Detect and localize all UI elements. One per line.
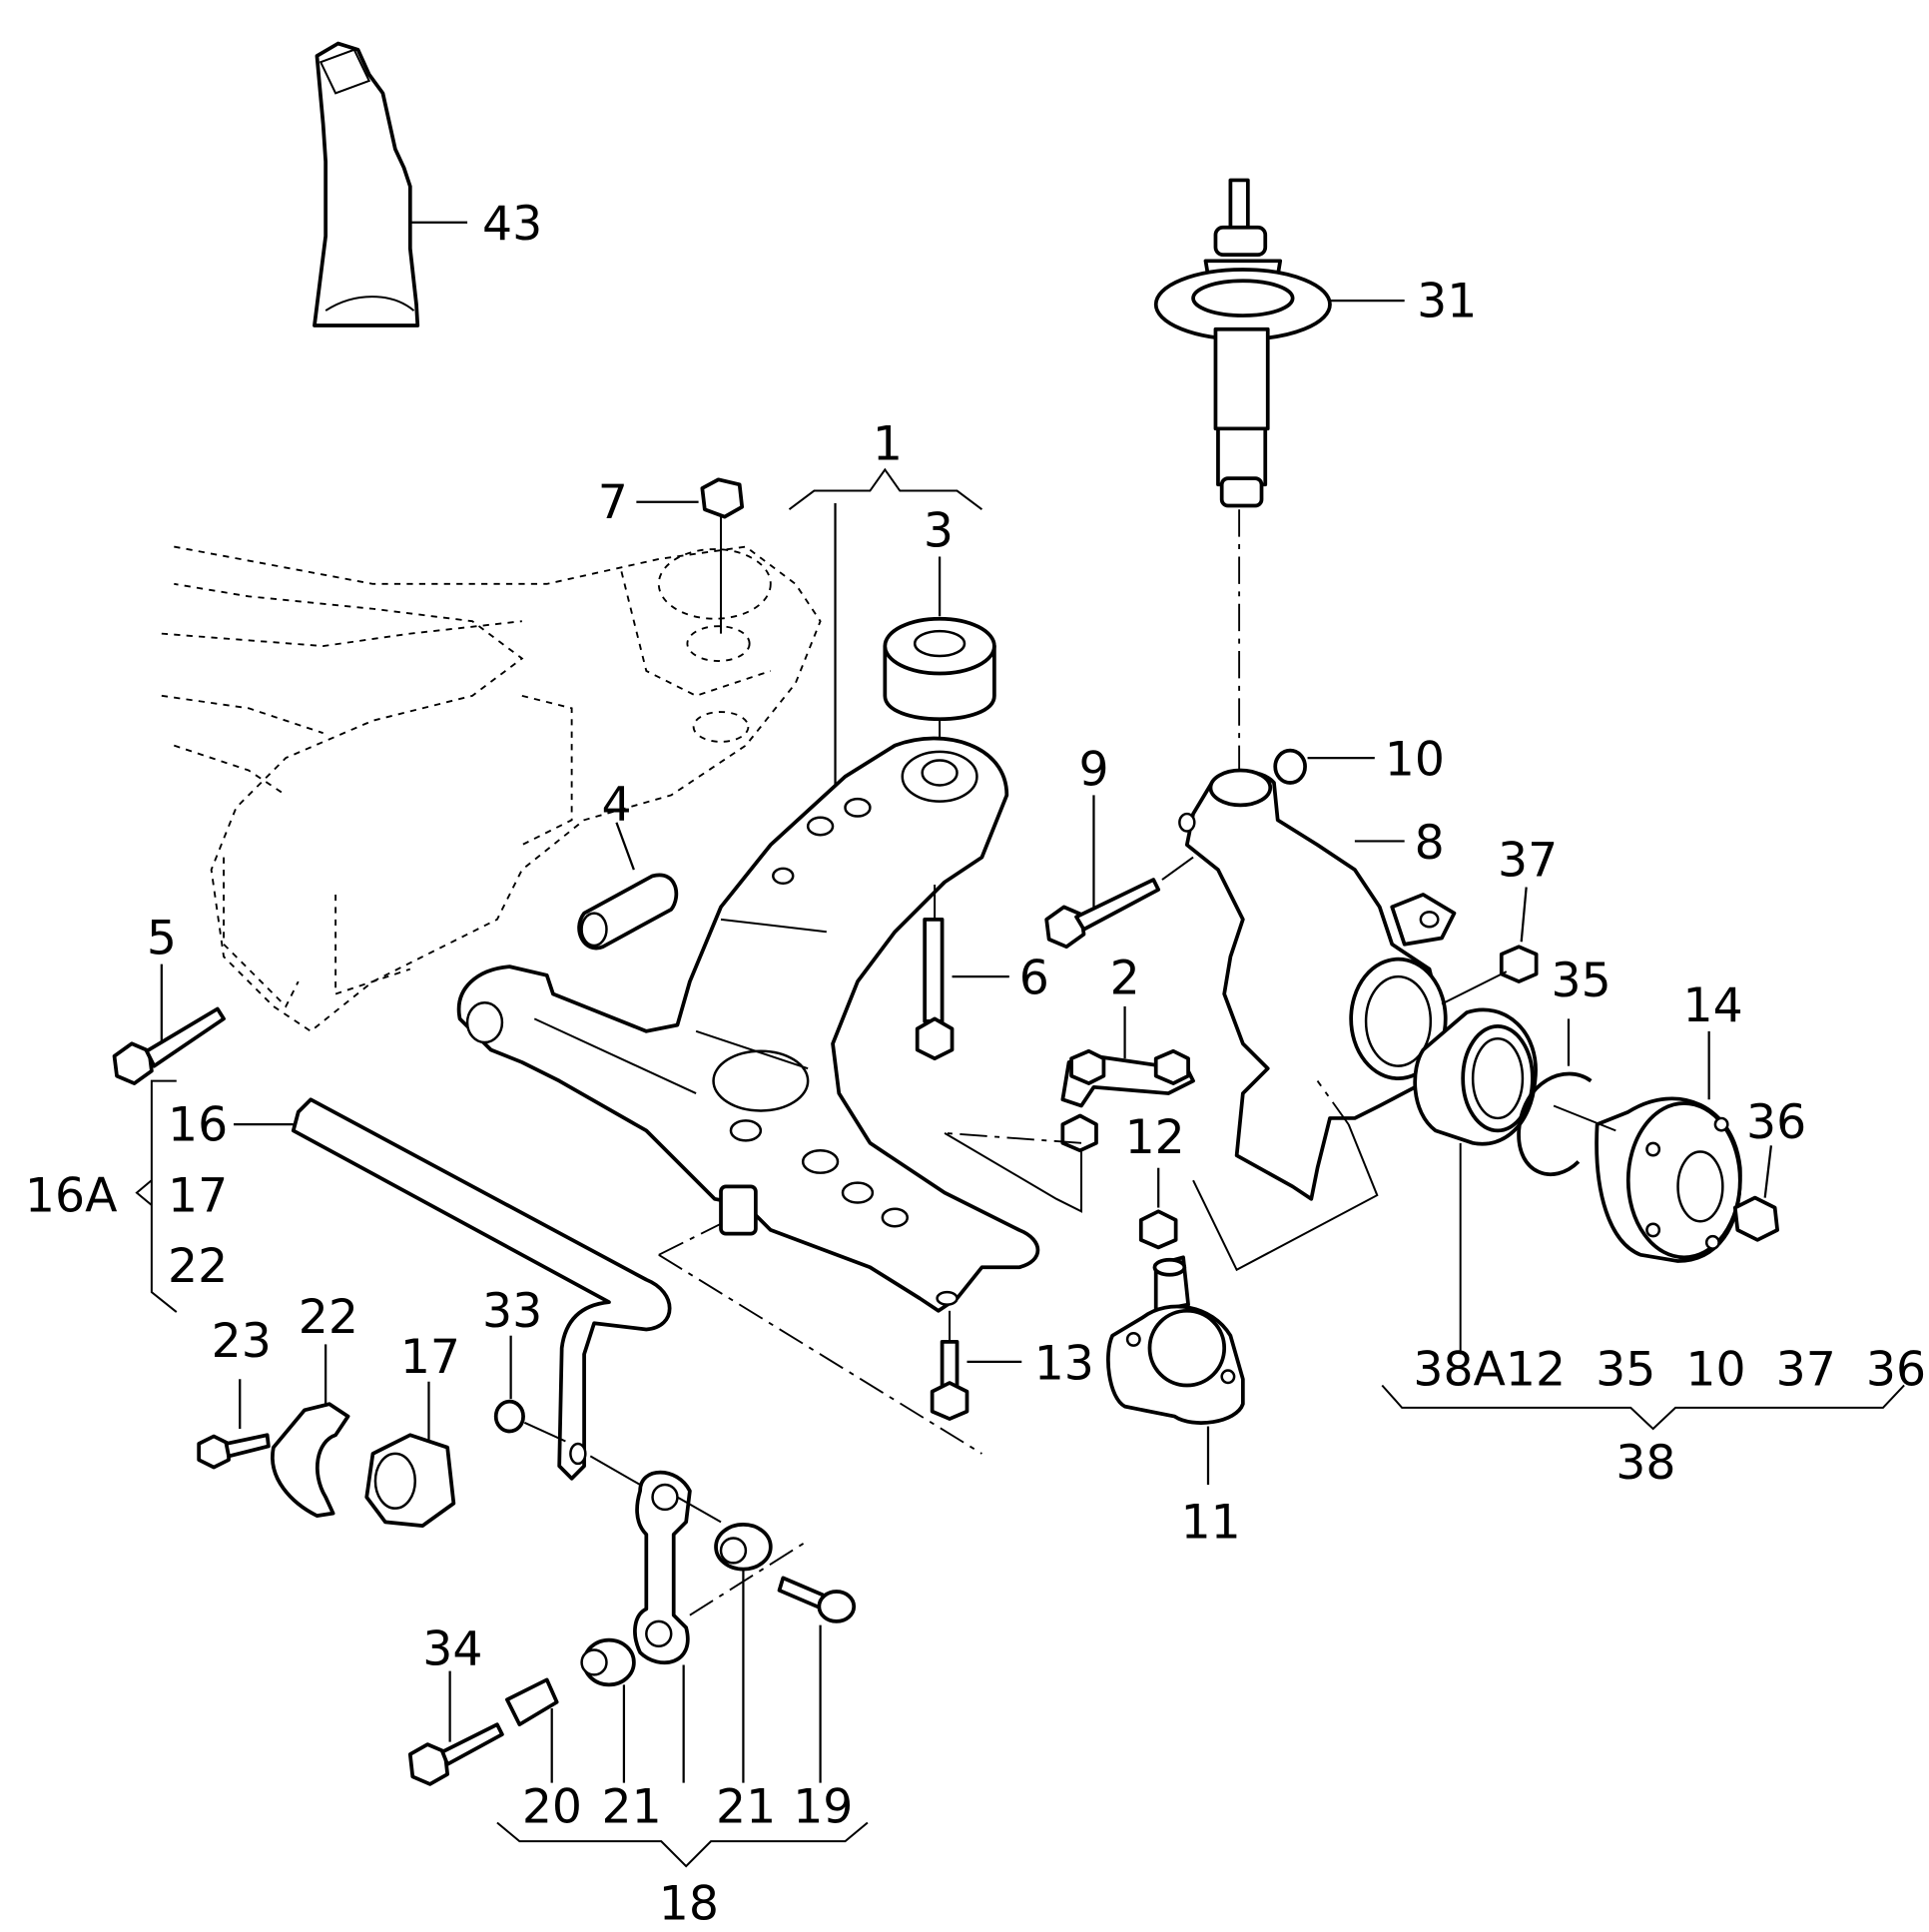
callout-22: 22 [299, 1290, 358, 1345]
part-35-circlip[interactable] [1517, 1018, 1593, 1176]
part-19-bolt[interactable] [777, 1576, 857, 1783]
callout-22-group: 22 [168, 1239, 228, 1294]
part-23-bolt[interactable] [197, 1379, 271, 1470]
part-16-stabilizer-bar[interactable] [234, 1097, 982, 1481]
part-13-bolt[interactable] [930, 1310, 1022, 1421]
callout-23: 23 [212, 1314, 272, 1369]
part-43-grease-tube[interactable] [313, 41, 468, 327]
part-36-hub-bolt[interactable] [1732, 1145, 1779, 1242]
part-18-coupling-rod[interactable] [633, 1470, 809, 1783]
callout-6: 6 [1019, 952, 1049, 1006]
part-21-bushing-lower[interactable] [580, 1637, 636, 1783]
part-11-ball-joint[interactable] [1106, 1255, 1245, 1486]
alignment-line [945, 1080, 1350, 1144]
part-2-stabilizer-link[interactable] [944, 1005, 1195, 1213]
callout-21a: 21 [602, 1780, 662, 1835]
callout-19: 19 [793, 1780, 853, 1835]
part-33-nut[interactable] [493, 1335, 641, 1486]
callout-18: 18 [659, 1877, 719, 1932]
bracket-18 [496, 1821, 869, 1868]
callout-3: 3 [924, 504, 954, 559]
part-5-bolt[interactable] [112, 964, 226, 1313]
callout-36: 36 [1746, 1095, 1806, 1150]
callout-2: 2 [1110, 952, 1140, 1006]
callout-5: 5 [147, 912, 177, 966]
part-9-bolt[interactable] [1044, 795, 1194, 950]
callout-16: 16 [168, 1097, 228, 1152]
callout-38: 38 [1615, 1436, 1675, 1491]
callout-37: 37 [1498, 833, 1558, 888]
part-10-nut[interactable] [1273, 748, 1375, 785]
callout-43: 43 [482, 197, 542, 252]
callout-38-members: 38A12 35 10 37 36 [1413, 1342, 1926, 1397]
part-8-steering-knuckle[interactable] [1178, 768, 1457, 1201]
part-34-bolt[interactable] [407, 1670, 504, 1786]
bracket-1 [788, 467, 983, 510]
callout-33: 33 [482, 1284, 542, 1339]
callout-35: 35 [1552, 954, 1611, 1008]
callout-17b: 17 [400, 1330, 460, 1385]
part-4-bushing[interactable] [577, 822, 679, 951]
callout-17: 17 [168, 1168, 228, 1223]
callout-20: 20 [522, 1780, 582, 1835]
callout-9: 9 [1079, 742, 1109, 797]
callout-7: 7 [598, 475, 628, 530]
callout-8: 8 [1415, 816, 1445, 871]
part-21-bushing-upper[interactable] [714, 1522, 773, 1783]
callout-13: 13 [1034, 1336, 1094, 1391]
part-17-stabilizer-bushing[interactable] [364, 1381, 456, 1528]
part-37-nut[interactable] [1441, 887, 1539, 1005]
callout-34: 34 [422, 1621, 482, 1676]
subframe-ghost [161, 545, 822, 1032]
part-7-nut[interactable] [636, 477, 745, 634]
callout-14: 14 [1683, 978, 1743, 1033]
callout-11: 11 [1181, 1496, 1241, 1551]
part-22-clamp[interactable] [271, 1344, 350, 1519]
callout-4: 4 [602, 777, 632, 832]
bracket-38 [1381, 1384, 1905, 1431]
part-6-bolt[interactable] [915, 884, 1009, 1061]
part-12-nut[interactable] [1138, 1123, 1379, 1272]
callout-16A: 16A [25, 1168, 118, 1223]
part-38A-wheel-bearing[interactable] [1413, 1007, 1538, 1355]
callout-21b: 21 [716, 1780, 776, 1835]
callout-12: 12 [1125, 1110, 1185, 1165]
part-3-bushing[interactable] [883, 556, 996, 759]
callout-10: 10 [1385, 732, 1445, 787]
callout-31: 31 [1417, 274, 1477, 328]
part-31-strut[interactable] [1153, 178, 1405, 771]
part-1-control-arm[interactable] [456, 736, 1040, 1313]
callout-1: 1 [873, 416, 903, 471]
part-14-wheel-hub[interactable] [1553, 1030, 1742, 1263]
part-20-sleeve[interactable] [505, 1677, 559, 1783]
